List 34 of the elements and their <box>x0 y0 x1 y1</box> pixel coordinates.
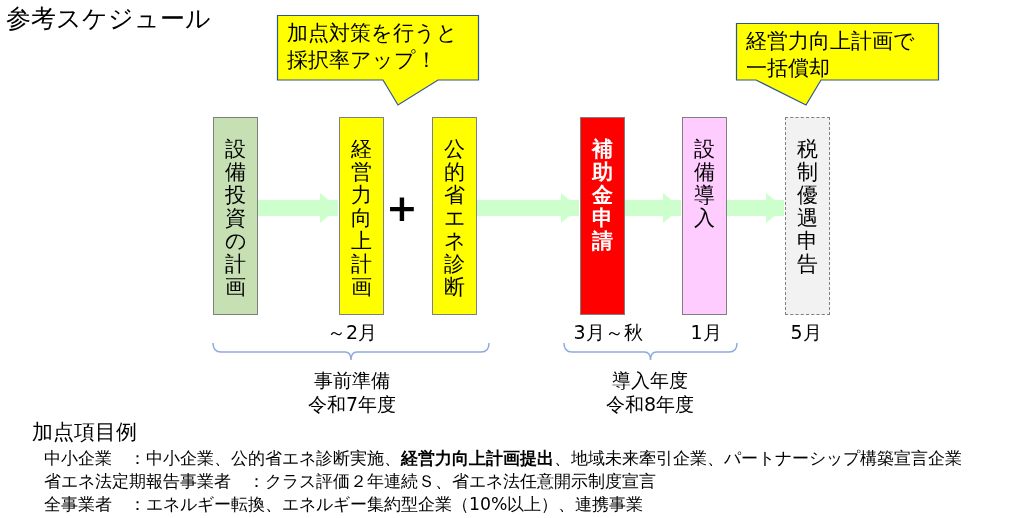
process-box <box>682 117 727 315</box>
process-box <box>785 117 830 315</box>
box-label: 設備導入 <box>693 138 716 230</box>
note-text: 省エネ法定期報告事業者 ：クラス評価２年連続Ｓ、省エネ法任意開示制度宣言 <box>44 470 656 493</box>
callout-text: 経営力向上計画で一括償却 <box>746 28 916 82</box>
section-heading: 加点項目例 <box>32 419 137 446</box>
arrow <box>727 193 784 223</box>
process-box <box>339 117 384 315</box>
title: 参考スケジュール <box>6 3 211 35</box>
date-label: 3月～秋 <box>573 320 643 345</box>
box-label: 設備投資の計画 <box>224 138 247 299</box>
process-box <box>432 117 477 315</box>
callout-text: 加点対策を行うと採択率アップ！ <box>287 20 459 74</box>
box-label: 補助金申請 <box>591 138 614 253</box>
process-box <box>580 117 625 315</box>
speech-bubble <box>277 15 479 106</box>
speech-bubble <box>736 23 939 106</box>
arrow <box>258 193 338 223</box>
date-label: ～2月 <box>326 320 378 345</box>
note-text: 中小企業 ：中小企業、公的省エネ診断実施、経営力向上計画提出、地域未来牽引企業、パートナーシップ構築宣言企業 <box>44 447 962 470</box>
box-label: 税制優遇申告 <box>796 138 819 276</box>
year-label: 令和8年度 <box>605 392 695 417</box>
year-label: 令和7年度 <box>307 392 397 417</box>
arrow <box>625 193 681 223</box>
date-label: 5月 <box>790 320 822 345</box>
phase-label: 導入年度 <box>612 368 688 393</box>
box-label: 公的省エネ診断 <box>443 138 466 299</box>
note-text: 全事業者 ：エネルギー転換、エネルギー集約型企業（10%以上）、連携事業 <box>44 493 644 516</box>
plus-sign: + <box>386 186 418 230</box>
phase-label: 事前準備 <box>314 368 390 393</box>
box-label: 経営力向上計画 <box>350 138 373 299</box>
date-label: 1月 <box>690 320 722 345</box>
process-box <box>213 117 258 315</box>
arrow <box>477 193 579 223</box>
